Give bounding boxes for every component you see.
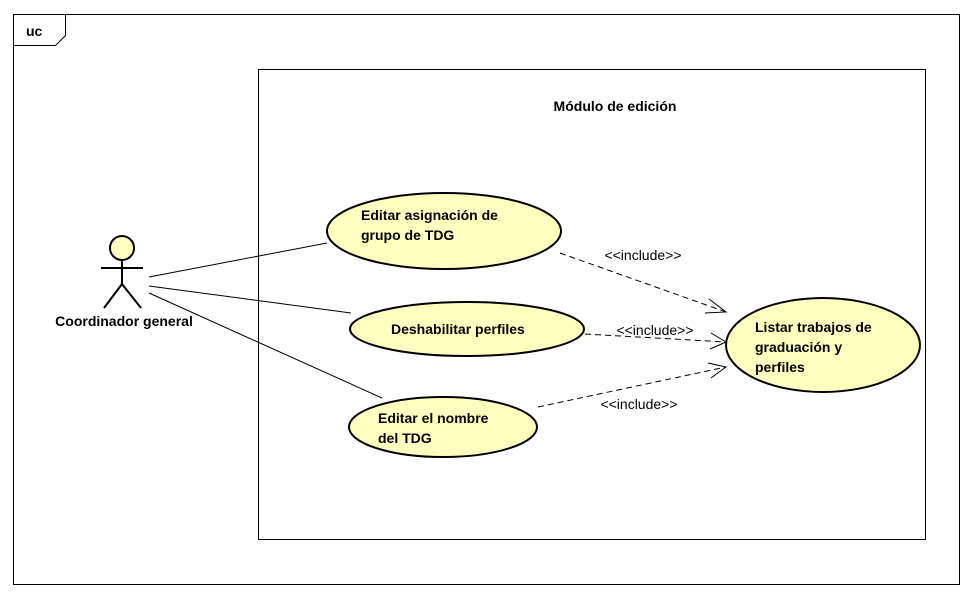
use-case-label-line: graduación y [755,339,842,355]
use-case-editar-nombre[interactable]: Editar el nombre del TDG [348,396,538,458]
include-label: <<include>> [604,247,681,263]
use-case-label-line: Deshabilitar perfiles [391,321,525,337]
use-case-label-line: del TDG [378,430,432,446]
use-case-ellipse [348,396,538,458]
include-arrowhead [704,298,728,314]
use-case-ellipse [349,301,585,357]
use-case-label-line: grupo de TDG [361,227,454,243]
actor-right-leg [121,283,142,309]
use-case-editar-asignacion[interactable]: Editar asignación de grupo de TDG [326,192,562,270]
include-uc1-uc4: <<include>> [559,247,728,314]
include-label: <<include>> [600,396,677,412]
use-case-label-line: Editar el nombre [378,410,489,426]
include-uc2-uc4: <<include>> [584,322,728,350]
system-boundary [258,69,926,540]
use-case-label-line: Editar asignación de [361,207,498,223]
actor-coordinador-general[interactable]: Coordinador general [55,235,193,329]
use-case-label-line: perfiles [755,359,805,375]
association-uc1 [148,242,328,278]
include-line [537,366,727,408]
include-uc3-uc4: <<include>> [537,362,728,412]
include-arrowhead [707,362,728,379]
association-uc3 [148,292,383,399]
actor-left-leg [103,283,123,309]
actor-name: Coordinador general [55,313,193,329]
include-label: <<include>> [616,322,693,338]
frame-label: uc [26,23,43,39]
use-case-ellipse [326,192,562,270]
use-case-listar-trabajos[interactable]: Listar trabajos de graduación y perfiles [725,297,921,393]
frame-tab [13,14,66,46]
use-case-label-line: Listar trabajos de [755,319,872,335]
use-case-deshabilitar-perfiles[interactable]: Deshabilitar perfiles [349,301,585,357]
use-case-ellipse [725,297,921,393]
association-uc2 [148,285,352,314]
boundary-title: Módulo de edición [554,98,677,114]
include-line [584,333,727,343]
actor-head [109,235,135,261]
